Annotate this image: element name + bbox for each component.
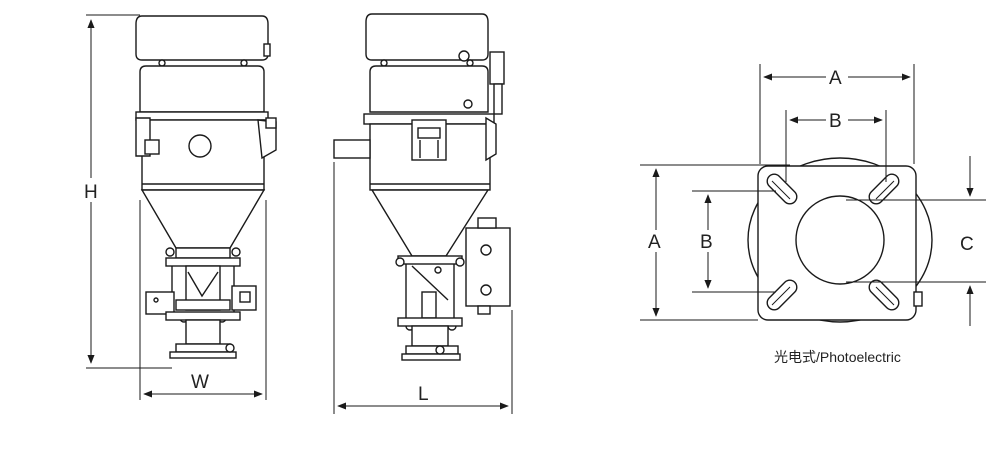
side-view [333, 13, 511, 361]
length-dimension [333, 162, 513, 414]
width-label: W [191, 372, 209, 393]
outer-span-label: A [829, 68, 842, 89]
length-label: L [418, 384, 429, 405]
outer-span-label-vertical: A [648, 232, 661, 253]
height-label: H [84, 182, 98, 203]
front-view [135, 15, 277, 359]
center-offset-label: C [960, 234, 974, 255]
mounting-slot [766, 279, 798, 311]
mounting-slot [868, 173, 900, 205]
plan-caption: 光电式/Photoelectric [774, 349, 901, 365]
inner-span-label-vertical: B [700, 232, 713, 253]
width-dimension [139, 200, 267, 400]
plan-view [747, 157, 933, 323]
inner-span-label: B [829, 111, 842, 132]
mounting-slot [766, 173, 798, 205]
